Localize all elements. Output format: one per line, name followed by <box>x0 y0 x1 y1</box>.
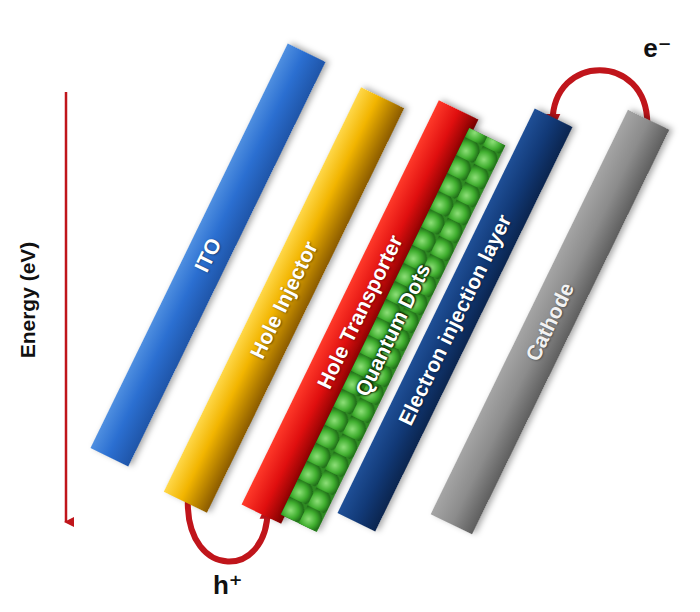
layer-label: Hole Injector <box>245 238 322 363</box>
carrier-label: e⁻ <box>643 33 671 64</box>
carrier-label: h⁺ <box>213 570 243 601</box>
axis-label: Energy (eV) <box>16 242 40 359</box>
energy-arrow <box>65 92 68 522</box>
layer-label: ITO <box>190 234 227 276</box>
layer-label: Cathode <box>521 279 579 365</box>
